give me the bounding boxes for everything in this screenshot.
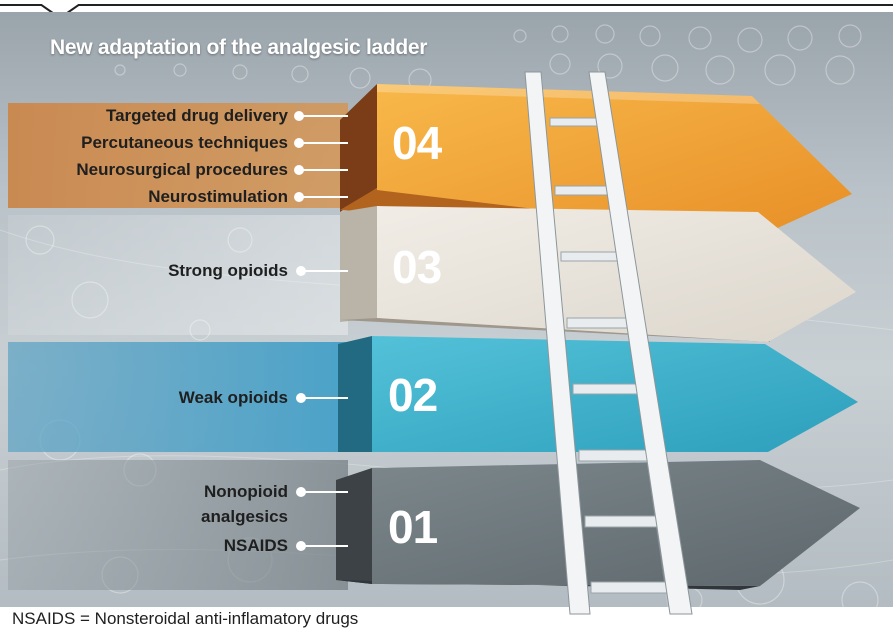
connector-dot — [294, 138, 304, 148]
step-02-band — [8, 342, 348, 452]
connector-line — [300, 169, 348, 171]
step-01-band — [8, 460, 348, 590]
step-04-number: 04 — [392, 117, 442, 169]
connector-dot — [296, 393, 306, 403]
ladder — [524, 71, 693, 615]
step-02-item-1: Weak opioids — [178, 388, 288, 407]
step-03-band — [8, 215, 348, 335]
connector-line — [300, 115, 348, 117]
step-04-band — [8, 103, 348, 208]
connector-line — [300, 196, 348, 198]
connector-line — [302, 491, 348, 493]
step-04-item-2: Percutaneous techniques — [81, 133, 288, 152]
step-01-item-3: NSAIDS — [223, 536, 288, 555]
step-01-number: 01 — [388, 501, 438, 553]
connector-line — [302, 397, 348, 399]
footnote: NSAIDS = Nonsteroidal anti-inflamatory d… — [12, 609, 359, 628]
step-02-number: 02 — [388, 369, 438, 421]
connector-dot — [296, 266, 306, 276]
connector-line — [302, 270, 348, 272]
step-04-item-4: Neurostimulation — [148, 187, 288, 206]
connector-line — [300, 142, 348, 144]
step-04-item-1: Targeted drug delivery — [105, 106, 288, 125]
connector-dot — [296, 541, 306, 551]
top-rule — [0, 4, 893, 6]
connector-dot — [294, 111, 304, 121]
connector-dot — [296, 487, 306, 497]
step-01-item-1: Nonopioid — [203, 482, 288, 501]
connector-dot — [294, 165, 304, 175]
connector-dot — [294, 192, 304, 202]
figure-title: New adaptation of the analgesic ladder — [50, 36, 428, 59]
step-01-item-2: analgesics — [201, 507, 288, 526]
step-03-number: 03 — [392, 241, 442, 293]
connector-line — [302, 545, 348, 547]
step-04-item-3: Neurosurgical procedures — [76, 160, 288, 179]
step-03-item-1: Strong opioids — [168, 261, 288, 280]
